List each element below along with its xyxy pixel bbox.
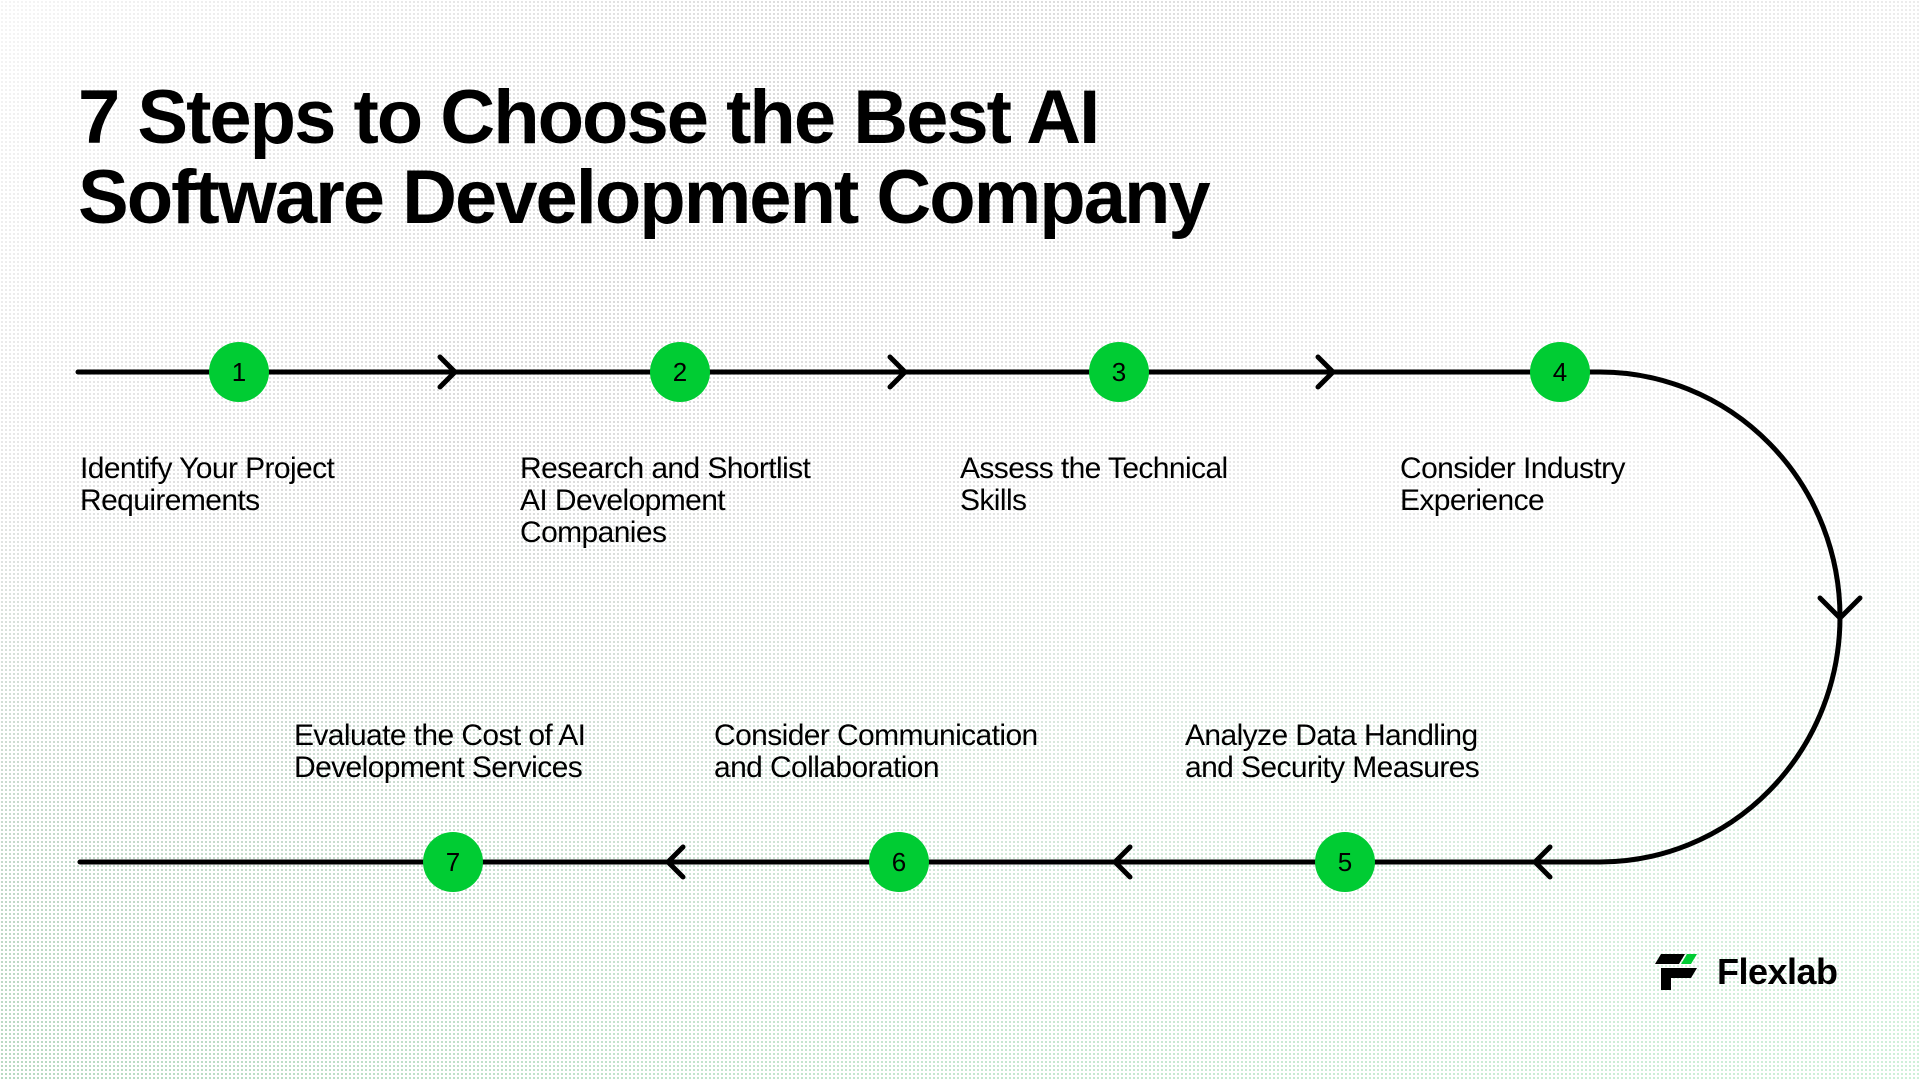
- title-line-2: Software Development Company: [78, 155, 1211, 240]
- step-4-number: 4: [1553, 357, 1567, 387]
- step-6-marker: [869, 832, 929, 892]
- flexlab-logo-icon: [1655, 954, 1697, 990]
- step-label-line: Skills: [960, 484, 1027, 517]
- flexlab-logo: Flexlab: [1655, 950, 1838, 994]
- step-7-marker: [423, 832, 483, 892]
- step-label-line: Assess the Technical: [960, 452, 1228, 485]
- step-label-line: Companies: [520, 516, 667, 549]
- step-label-line: Consider Industry: [1400, 452, 1626, 485]
- step-label-line: Consider Communication: [714, 719, 1038, 752]
- title-line-1: 7 Steps to Choose the Best AI: [78, 75, 1100, 160]
- step-5-number: 5: [1338, 847, 1352, 877]
- step-label-line: Development Services: [294, 751, 583, 784]
- step-label-line: and Security Measures: [1185, 751, 1480, 784]
- curve-track: [1597, 369, 1843, 865]
- step-2-number: 2: [673, 357, 687, 387]
- arrow-down-icon: [1817, 595, 1863, 621]
- step-1-number: 1: [232, 357, 246, 387]
- arrow-left-icon: [665, 844, 686, 880]
- step-4-marker: [1530, 342, 1590, 402]
- page-title: 7 Steps to Choose the Best AI Software D…: [78, 75, 1211, 240]
- arrow-left-icon: [1112, 844, 1133, 880]
- step-label-line: Analyze Data Handling: [1185, 719, 1478, 752]
- step-label-line: Research and Shortlist: [520, 452, 811, 485]
- arrow-right-icon: [1315, 354, 1336, 390]
- brand-name: Flexlab: [1717, 951, 1838, 992]
- step-2-marker: [650, 342, 710, 402]
- step-label-line: AI Development: [520, 484, 726, 517]
- step-1-marker: [209, 342, 269, 402]
- step-3-number: 3: [1112, 357, 1126, 387]
- step-label-line: Requirements: [80, 484, 260, 517]
- arrow-left-icon: [1532, 844, 1553, 880]
- step-label-line: Experience: [1400, 484, 1545, 517]
- step-7-number: 7: [446, 847, 460, 877]
- step-label-line: Identify Your Project: [80, 452, 335, 485]
- step-label-line: and Collaboration: [714, 751, 940, 784]
- step-label-line: Evaluate the Cost of AI: [294, 719, 586, 752]
- step-6-number: 6: [892, 847, 906, 877]
- step-3-marker: [1089, 342, 1149, 402]
- arrow-right-icon: [887, 354, 908, 390]
- step-5-marker: [1315, 832, 1375, 892]
- arrow-right-icon: [437, 354, 458, 390]
